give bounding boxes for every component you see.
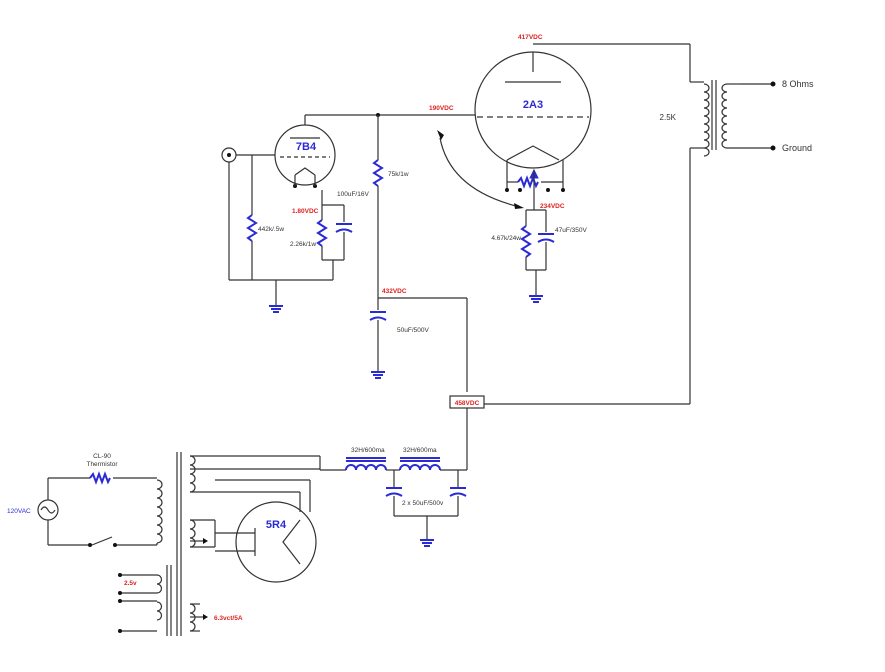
voltage-cathode-7b4: 1.80VDC — [292, 208, 319, 215]
cathode-cap-7b4-label: 100uF/16V — [337, 191, 369, 198]
tube-7b4-label: 7B4 — [296, 141, 317, 153]
voltage-b-plus-1: 432VDC — [382, 288, 407, 295]
voltage-heater-5v: 2.5v — [124, 580, 137, 587]
cathode-res-2a3-label: 4.67k/24w — [491, 235, 521, 242]
speaker-output-label: 8 Ohms — [782, 79, 814, 89]
output-tube-2a3: 2A3 — [474, 51, 592, 169]
grid-resistor-label: 442k/.5w — [258, 226, 284, 233]
thermistor-type-label: CL-90 — [93, 453, 111, 460]
choke-2-label: 32H/600ma — [403, 447, 437, 454]
power-switch[interactable] — [91, 536, 113, 546]
voltage-b-plus-main: 458VDC — [455, 400, 480, 407]
plate-res-7b4-label: 75k/1w — [388, 171, 409, 178]
output-transformer: 2.5K — [660, 80, 773, 404]
ground-terminal[interactable] — [770, 145, 776, 151]
speaker-terminal[interactable] — [770, 81, 776, 87]
voltage-heater-63v: 6.3vct/5A — [214, 615, 243, 622]
rectifier-tube-5r4: 5R4 — [235, 501, 317, 583]
b-plus-cap-label: 50uF/500V — [397, 327, 429, 334]
cathode-res-7b4-label: 2.26k/1w — [290, 241, 316, 248]
mains-label: 120VAC — [7, 508, 31, 515]
voltage-cathode-2a3: 234VDC — [540, 203, 565, 210]
tube-5r4-label: 5R4 — [266, 519, 287, 531]
cathode-cap-2a3-label: 47uF/350V — [555, 227, 587, 234]
voltage-grid-2a3: 190VDC — [429, 105, 454, 112]
filter-caps-label: 2 x 50uF/500v — [402, 500, 444, 507]
thermistor-label: Thermistor — [86, 461, 118, 468]
voltage-plate-2a3: 417VDC — [518, 34, 543, 41]
ground-output-label: Ground — [782, 143, 812, 153]
tube-2a3-label: 2A3 — [523, 99, 543, 111]
choke-1-label: 32H/600ma — [351, 447, 385, 454]
driver-tube-7b4: 7B4 — [274, 115, 336, 186]
opt-impedance-label: 2.5K — [660, 113, 677, 122]
